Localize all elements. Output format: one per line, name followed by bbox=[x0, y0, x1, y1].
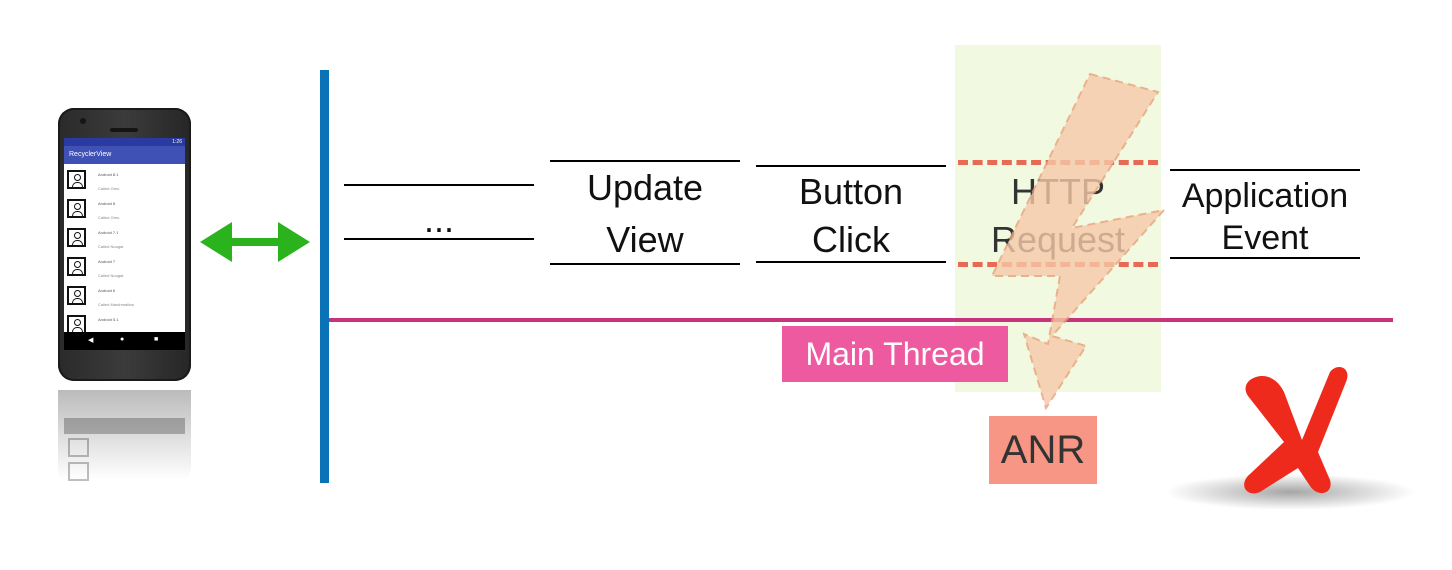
avatar-icon bbox=[67, 199, 86, 218]
event-bottom-line bbox=[1170, 257, 1360, 259]
event-button-click-line1: Button bbox=[798, 171, 904, 212]
list-item-title: Android 6 bbox=[98, 288, 116, 293]
event-ellipsis: ... bbox=[423, 199, 454, 240]
event-bottom-line bbox=[344, 238, 534, 240]
nav-bar: ◀ ● ■ bbox=[64, 332, 185, 350]
list-item-title: Android 8 bbox=[98, 201, 116, 206]
avatar-icon bbox=[67, 228, 86, 247]
lightning-bolt-icon bbox=[990, 72, 1167, 411]
event-application-line1: Application bbox=[1181, 177, 1349, 215]
event-top-line bbox=[756, 165, 946, 167]
main-thread-label: Main Thread bbox=[782, 326, 1008, 382]
event-update-view-line2: View bbox=[606, 219, 684, 260]
list-item-title: Android 5.1 bbox=[98, 317, 119, 322]
timeline-axis bbox=[320, 70, 329, 483]
app-bar: RecyclerView bbox=[64, 146, 185, 164]
list-item-subtitle: Called Marshmallow bbox=[98, 302, 135, 307]
event-application-line2: Event bbox=[1221, 219, 1309, 257]
main-thread-line bbox=[329, 318, 1393, 322]
phone-reflection bbox=[58, 390, 191, 485]
list-item-subtitle: Called Oreo bbox=[98, 215, 120, 220]
back-icon: ◀ bbox=[88, 337, 94, 344]
anr-badge: ANR bbox=[989, 416, 1097, 484]
cross-shadow bbox=[1165, 474, 1415, 510]
avatar-icon bbox=[67, 257, 86, 276]
list-item-title: Android 8.1 bbox=[98, 172, 119, 177]
event-update-view-line1: Update bbox=[586, 167, 704, 208]
event-bottom-line bbox=[756, 261, 946, 263]
list-item-subtitle: Called Nougat bbox=[98, 273, 124, 278]
list-item-subtitle: Called Nougat bbox=[98, 244, 124, 249]
status-bar: 1:26 bbox=[64, 138, 185, 146]
status-time: 1:26 bbox=[172, 139, 182, 145]
list-item-title: Android 7 bbox=[98, 259, 116, 264]
phone-device: 1:26 RecyclerView Android 8.1 Called Ore… bbox=[58, 108, 191, 381]
home-icon: ● bbox=[120, 336, 125, 343]
list-item-title: Android 7.1 bbox=[98, 230, 119, 235]
avatar-icon bbox=[67, 286, 86, 305]
phone-screen: 1:26 RecyclerView Android 8.1 Called Ore… bbox=[64, 138, 185, 350]
list-item-subtitle: Called Oreo bbox=[98, 186, 120, 191]
event-top-line bbox=[550, 160, 740, 162]
event-top-line bbox=[1170, 169, 1360, 171]
event-top-line bbox=[344, 184, 534, 186]
avatar-icon bbox=[67, 170, 86, 189]
app-title: RecyclerView bbox=[69, 151, 112, 158]
event-button-click-line2: Click bbox=[812, 219, 890, 260]
double-arrow-icon bbox=[200, 222, 310, 262]
camera-icon bbox=[80, 118, 86, 124]
red-cross-icon bbox=[1244, 367, 1348, 494]
recent-apps-icon: ■ bbox=[154, 336, 159, 343]
event-bottom-line bbox=[550, 263, 740, 265]
speaker-grill bbox=[110, 128, 138, 132]
